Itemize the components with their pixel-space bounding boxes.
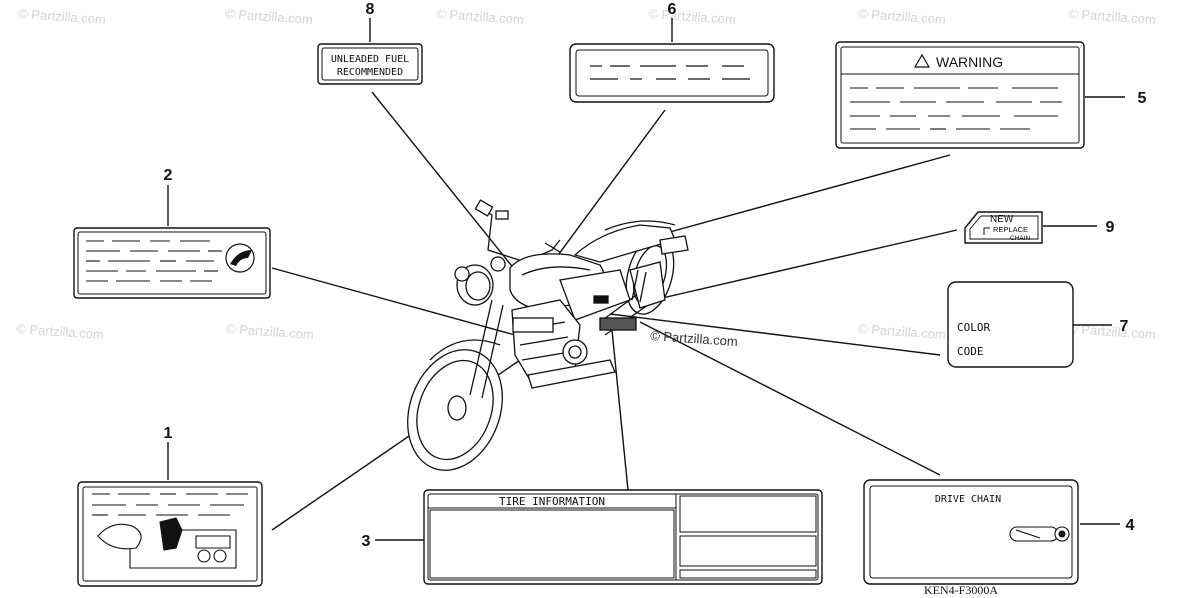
callout-4: 4 (1126, 517, 1135, 534)
chain-label-chain: CHAIN (1010, 235, 1031, 242)
brand-wing-icon (225, 243, 255, 273)
label-tire-information: TIRE INFORMATION (423, 489, 823, 585)
warning-triangle-icon (913, 53, 931, 68)
watermarks: © Partzilla.com © Partzilla.com © Partzi… (16, 6, 1156, 342)
watermark: © Partzilla.com (1068, 321, 1156, 342)
diagram-code: KEN4-F3000A (924, 583, 998, 597)
fuel-label-line2: RECOMMENDED (337, 67, 403, 78)
label-drive-chain: DRIVE CHAIN (863, 479, 1079, 585)
chain-label-new: NEW (990, 214, 1014, 225)
watermark: © Partzilla.com (226, 321, 314, 342)
watermark: © Partzilla.com (225, 6, 313, 27)
tire-information-title: TIRE INFORMATION (499, 495, 605, 508)
watermark: © Partzilla.com (858, 6, 946, 27)
label-color-code: COLOR CODE (947, 281, 1074, 368)
callout-3: 3 (362, 533, 371, 550)
callout-1: 1 (164, 425, 173, 442)
watermark: © Partzilla.com (1068, 6, 1156, 27)
watermark: © Partzilla.com (858, 321, 946, 342)
label-unleaded-fuel: UNLEADED FUEL RECOMMENDED (317, 43, 423, 85)
chain-label-replace: REPLACE (993, 225, 1028, 234)
callout-6: 6 (668, 1, 677, 18)
watermark: © Partzilla.com (648, 6, 736, 27)
label-replace-chain: NEW REPLACE CHAIN (964, 211, 1043, 244)
motorcycle-illustration (407, 199, 689, 471)
code-label: CODE (957, 345, 984, 358)
color-label: COLOR (957, 321, 990, 334)
fuel-label-line1: UNLEADED FUEL (331, 54, 409, 65)
callout-7: 7 (1120, 318, 1129, 335)
engine-diagram-icon (97, 517, 237, 569)
label-6-caution-plate (569, 43, 775, 103)
callout-2: 2 (164, 167, 173, 184)
callout-5: 5 (1138, 90, 1147, 107)
callout-9: 9 (1106, 219, 1115, 236)
drive-chain-title: DRIVE CHAIN (935, 494, 1001, 505)
label-2-info-plate (73, 227, 271, 299)
watermark: © Partzilla.com (18, 6, 106, 27)
watermark: © Partzilla.com (16, 321, 104, 342)
chain-adjuster-icon (1009, 526, 1070, 542)
label-1-service-plate (77, 481, 263, 587)
callout-8: 8 (366, 1, 375, 18)
label-warning: WARNING (835, 41, 1085, 149)
watermark: © Partzilla.com (650, 328, 738, 349)
watermark: © Partzilla.com (436, 6, 524, 27)
warning-title: WARNING (936, 54, 1003, 70)
